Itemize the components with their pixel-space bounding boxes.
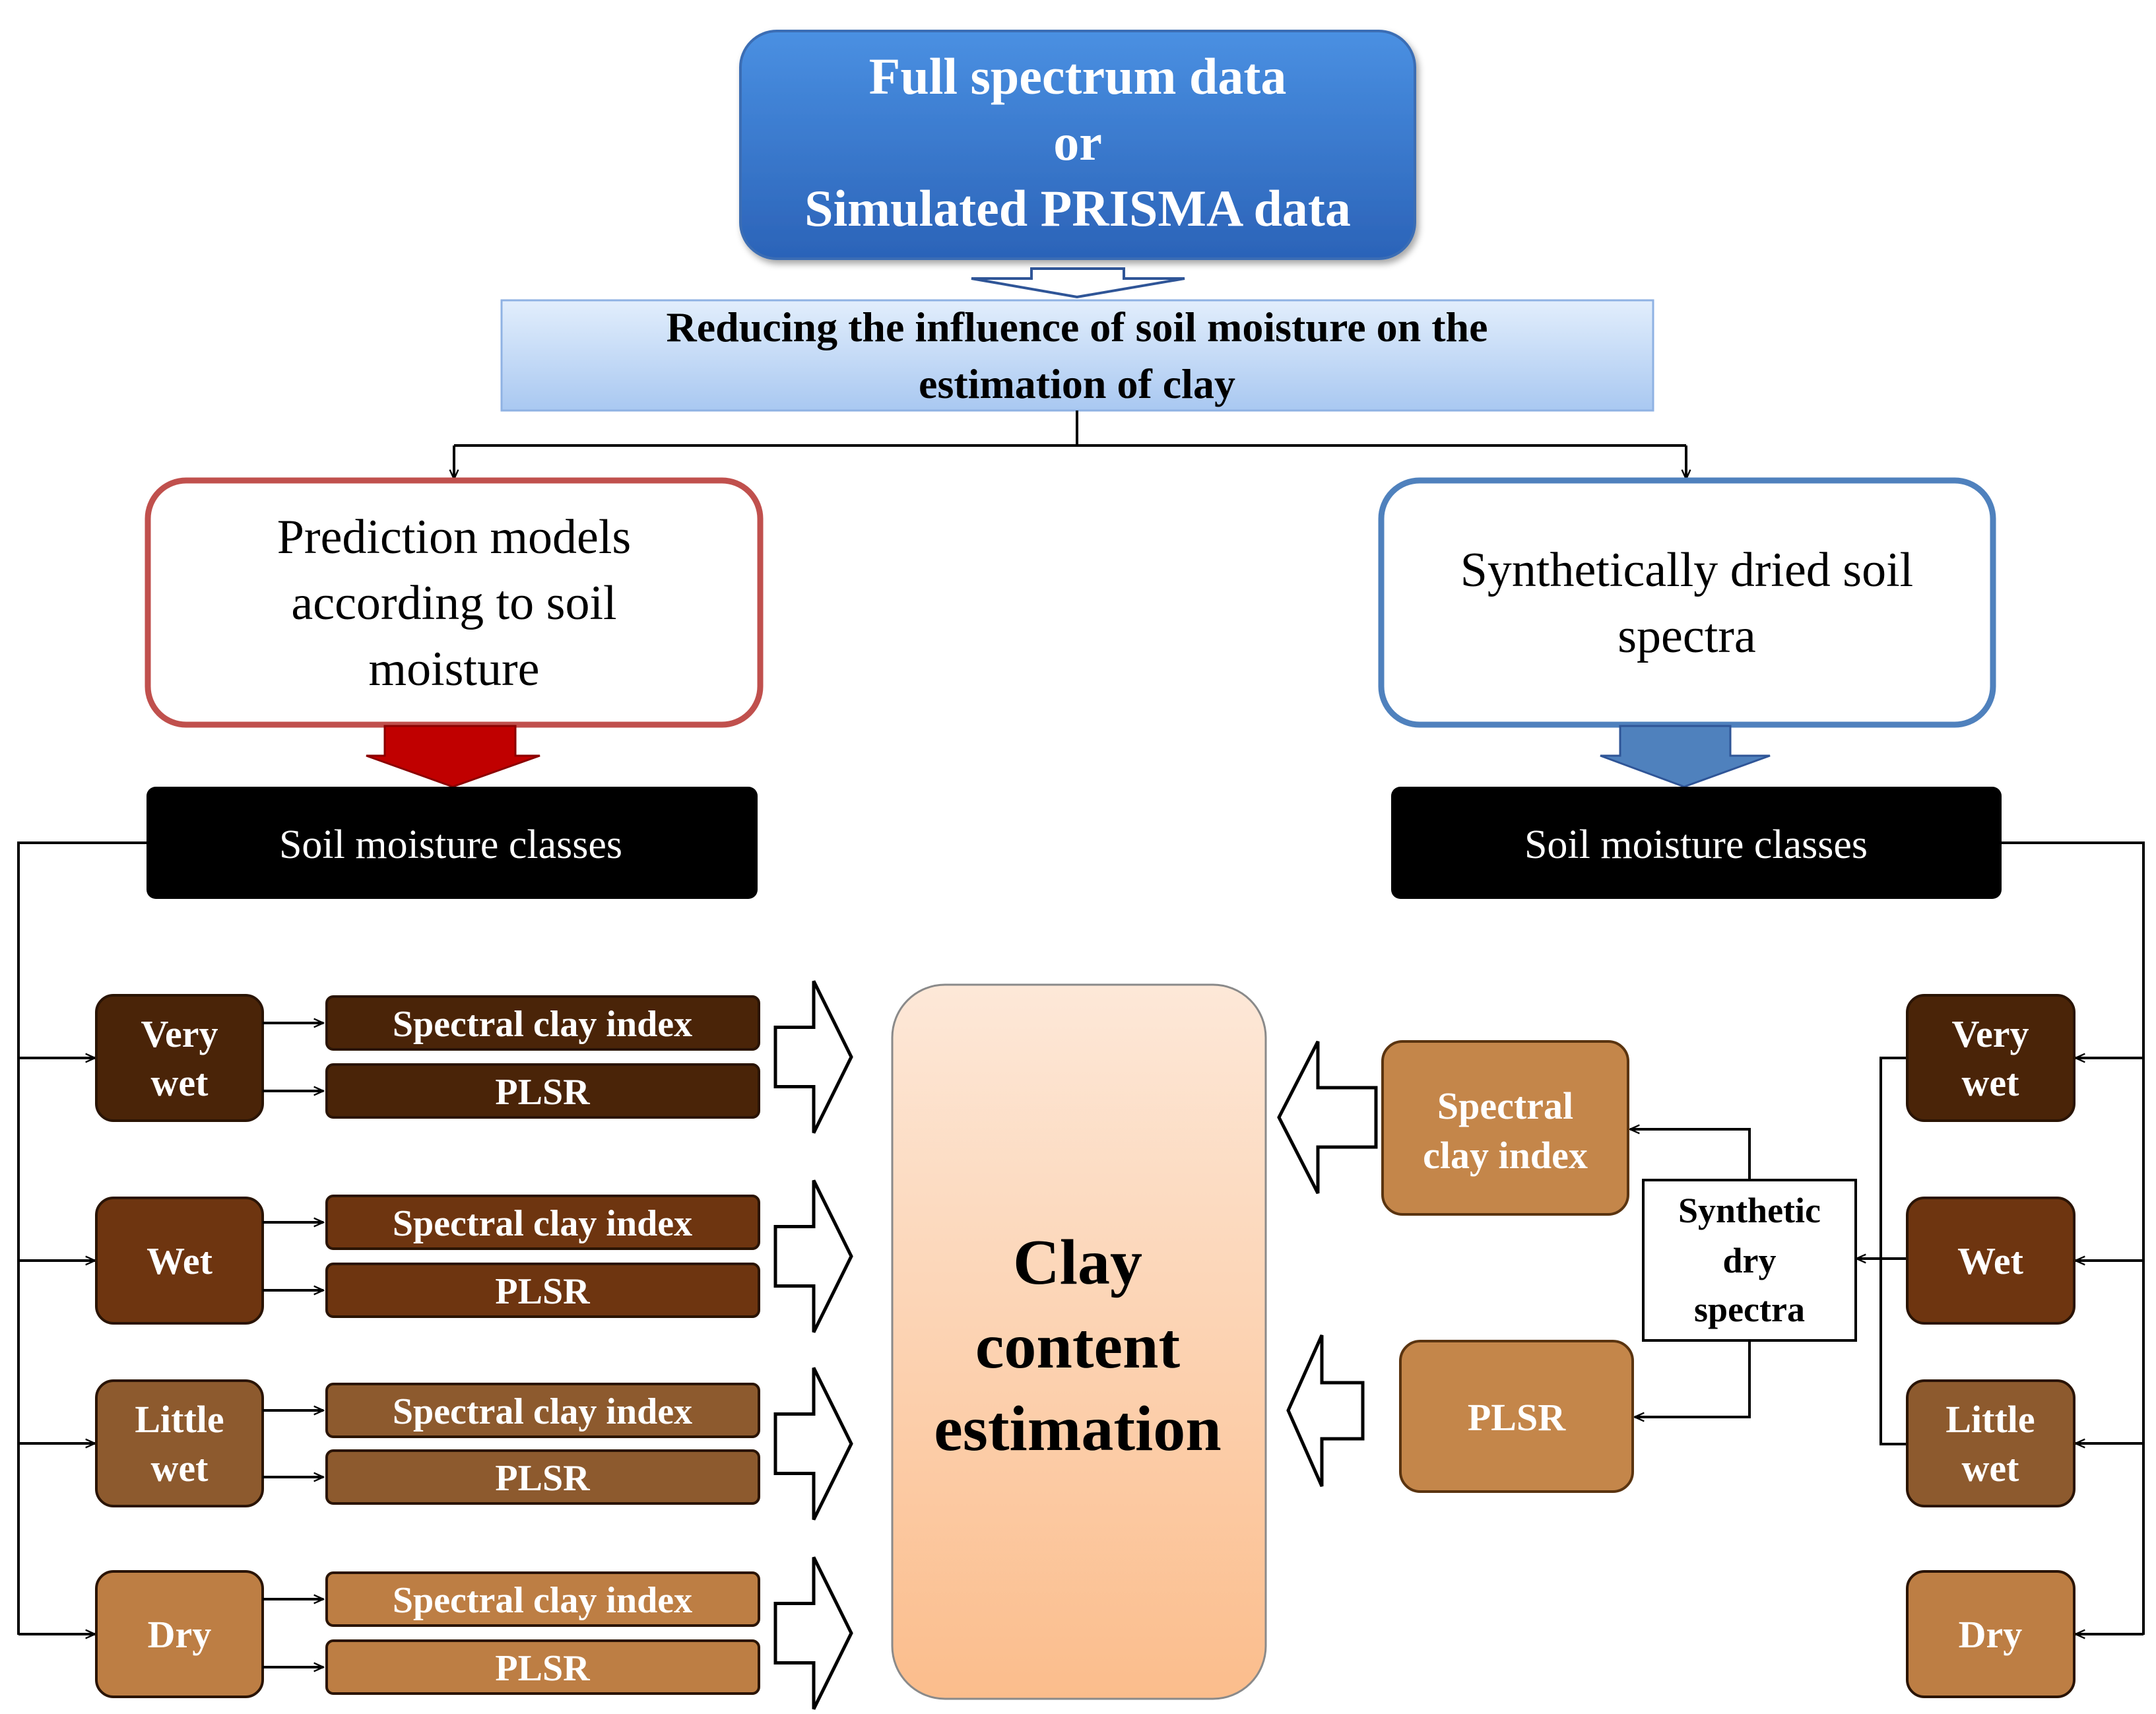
- right-index-arrow-icon: [1277, 1040, 1378, 1195]
- left-little-wet-plsr-box: [325, 1449, 760, 1505]
- synthetic-dry-spectra-line-3: spectra: [1694, 1290, 1805, 1329]
- source-data-line-1: Full spectrum data: [869, 48, 1287, 105]
- right-spectral-index-box: [1381, 1040, 1629, 1216]
- prediction-models-box: [145, 477, 764, 728]
- left-very-wet-arrow-icon: [773, 980, 853, 1134]
- right-class-wet-box: [1906, 1197, 2075, 1325]
- right-bus-taps: [2075, 1058, 2143, 1634]
- left-class-dry-box: [95, 1570, 264, 1698]
- left-very-wet-plsr-label: PLSR: [495, 1072, 590, 1113]
- right-spectral-index-line-1: Spectral: [1437, 1084, 1573, 1127]
- source-data-line-2: or: [1053, 114, 1102, 171]
- left-dry-plsr-box: [325, 1639, 760, 1695]
- left-dry-arrow-icon: [773, 1556, 853, 1710]
- right-classes-label: Soil moisture classes: [1524, 822, 1868, 867]
- left-bus-taps: [18, 1058, 95, 1634]
- left-class-little-wet-box: [95, 1379, 264, 1507]
- left-very-wet-index-box: [325, 995, 760, 1051]
- left-class-very-wet-line-2: wet: [151, 1061, 209, 1104]
- left-little-wet-arrow-icon: [773, 1367, 853, 1521]
- left-little-wet-index-label: Spectral clay index: [393, 1391, 692, 1432]
- synthetically-dried-line-1: Synthetically dried soil: [1460, 543, 1913, 597]
- left-class-wet-box: [95, 1197, 264, 1325]
- reduce-moisture-box: [500, 299, 1654, 412]
- left-very-wet-plsr-box: [325, 1063, 760, 1119]
- split-connector: [454, 411, 1686, 447]
- right-class-little-wet-line-1: Little: [1945, 1398, 2035, 1441]
- right-class-dry-line-1: Dry: [1959, 1613, 2023, 1656]
- synthetic-dry-spectra-line-1: Synthetic: [1678, 1191, 1821, 1230]
- right-plsr-box: [1399, 1340, 1634, 1493]
- synthetic-to-plsr-line: [1635, 1340, 1751, 1417]
- down-arrow-icon: [971, 267, 1185, 299]
- right-class-wet-line-1: Wet: [1957, 1239, 2024, 1282]
- left-wet-plsr-label: PLSR: [495, 1271, 590, 1312]
- synthetic-dry-spectra-box: [1642, 1179, 1857, 1342]
- right-plsr-label: PLSR: [1468, 1396, 1566, 1439]
- clay-estimation-line-3: estimation: [934, 1393, 1222, 1465]
- red-down-arrow-icon: [366, 725, 540, 788]
- right-class-very-wet-line-1: Very: [1951, 1012, 2029, 1055]
- left-class-dry-line-1: Dry: [148, 1613, 212, 1656]
- blue-down-arrow-icon: [1600, 725, 1771, 788]
- left-class-wet-line-1: Wet: [147, 1239, 213, 1282]
- left-very-wet-index-label: Spectral clay index: [393, 1004, 692, 1045]
- synthetic-to-index-line: [1630, 1129, 1751, 1180]
- prediction-models-line-3: moisture: [369, 642, 540, 696]
- right-bus-line: [2002, 841, 2145, 1635]
- left-bus-line: [17, 841, 147, 1635]
- right-plsr-arrow-icon: [1286, 1334, 1365, 1488]
- left-dry-plsr-label: PLSR: [495, 1648, 590, 1689]
- left-little-wet-index-box: [325, 1383, 760, 1438]
- left-class-very-wet-line-1: Very: [141, 1012, 218, 1055]
- right-class-little-wet-line-2: wet: [1962, 1447, 2020, 1490]
- source-data-box: [739, 30, 1416, 260]
- reduce-moisture-line-2: estimation of clay: [919, 360, 1235, 407]
- clay-estimation-line-1: Clay: [1013, 1227, 1142, 1298]
- clay-estimation-line-2: content: [975, 1311, 1181, 1382]
- left-dry-index-label: Spectral clay index: [393, 1580, 692, 1621]
- source-data-line-3: Simulated PRISMA data: [804, 180, 1351, 237]
- left-wet-index-box: [325, 1195, 760, 1250]
- left-class-little-wet-line-2: wet: [151, 1447, 209, 1490]
- left-little-wet-plsr-label: PLSR: [495, 1458, 590, 1499]
- left-classes-bar: [147, 787, 758, 899]
- left-wet-arrow-icon: [773, 1179, 853, 1333]
- left-class-very-wet-box: [95, 994, 264, 1122]
- right-classes-bar: [1391, 787, 2002, 899]
- left-class-little-wet-line-1: Little: [135, 1398, 224, 1441]
- clay-estimation-box: [891, 983, 1267, 1700]
- synthetically-dried-line-2: spectra: [1617, 609, 1756, 663]
- left-classes-label: Soil moisture classes: [279, 822, 622, 867]
- right-class-dry-box: [1906, 1570, 2075, 1698]
- right-class-little-wet-box: [1906, 1379, 2075, 1507]
- right-class-very-wet-box: [1906, 994, 2075, 1122]
- left-wet-index-label: Spectral clay index: [393, 1203, 692, 1244]
- prediction-models-line-1: Prediction models: [277, 510, 631, 564]
- right-collector-line: [1879, 1057, 1906, 1445]
- reduce-moisture-line-1: Reducing the influence of soil moisture …: [666, 304, 1487, 350]
- left-wet-plsr-box: [325, 1263, 760, 1318]
- right-class-very-wet-line-2: wet: [1962, 1061, 2020, 1104]
- synthetically-dried-box: [1378, 477, 1996, 728]
- prediction-models-line-2: according to soil: [291, 576, 616, 630]
- synthetic-dry-spectra-line-2: dry: [1723, 1241, 1777, 1280]
- right-spectral-index-line-2: clay index: [1423, 1134, 1588, 1177]
- left-dry-index-box: [325, 1571, 760, 1627]
